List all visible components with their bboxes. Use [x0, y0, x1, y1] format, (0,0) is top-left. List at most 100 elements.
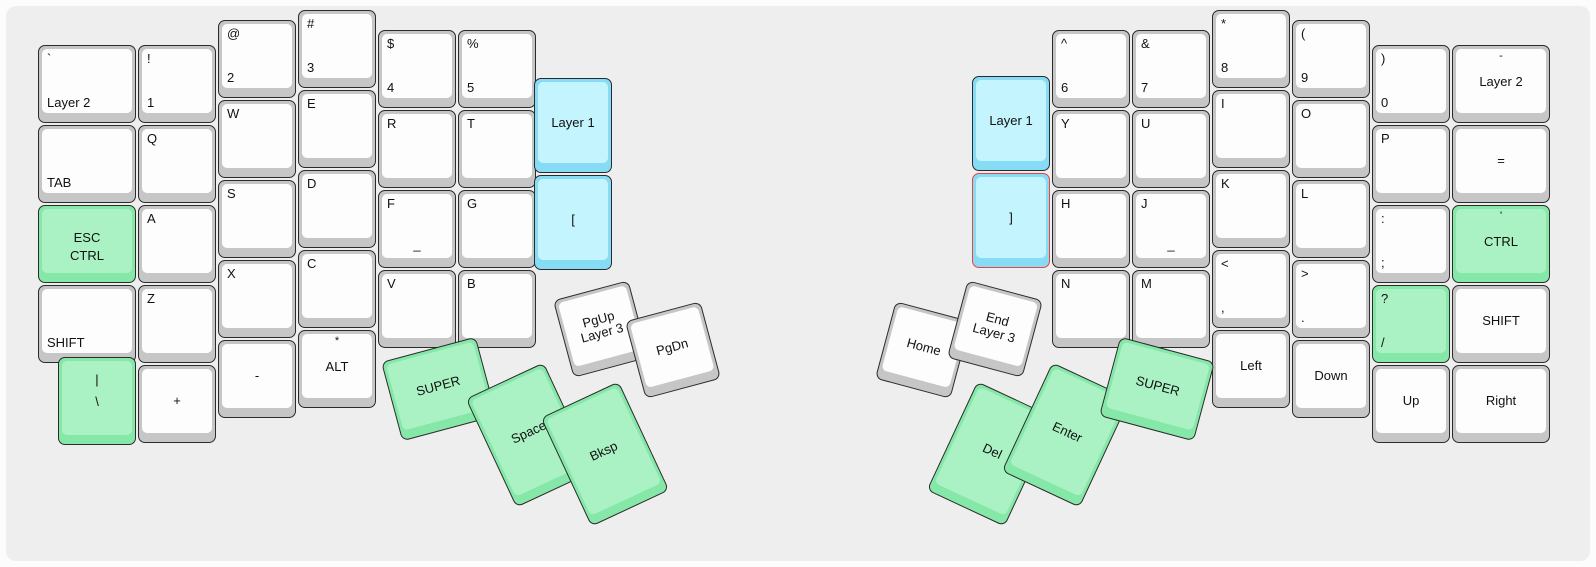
keycap: K	[1216, 174, 1286, 238]
key-l[interactable]: L	[1292, 180, 1370, 258]
key-t[interactable]: T	[458, 110, 536, 188]
key-layer-2[interactable]: -Layer 2	[1452, 45, 1550, 123]
key-b[interactable]: B	[458, 270, 536, 348]
key-k[interactable]: K	[1212, 170, 1290, 248]
key-layer-1[interactable]: Layer 1	[972, 76, 1050, 171]
key-p[interactable]: P	[1372, 125, 1450, 203]
key-left[interactable]: Left	[1212, 330, 1290, 408]
keycap: -	[222, 344, 292, 408]
keycap: P	[1376, 129, 1446, 193]
keycap: S	[222, 184, 292, 248]
key-.[interactable]: >.	[1292, 260, 1370, 338]
key-legend-top: B	[467, 276, 476, 291]
key-s[interactable]: S	[218, 180, 296, 258]
keycap: SUPER	[1105, 341, 1211, 431]
key-shift[interactable]: SHIFT	[38, 285, 136, 363]
key-9[interactable]: (9	[1292, 20, 1370, 98]
key-legend-top: -	[1499, 50, 1503, 62]
thumb-end[interactable]: End Layer 3	[946, 280, 1044, 378]
key-w[interactable]: W	[218, 100, 296, 178]
key-a[interactable]: A	[138, 205, 216, 283]
key-8[interactable]: *8	[1212, 10, 1290, 88]
key-ctrl[interactable]: 'CTRL	[1452, 205, 1550, 283]
key-v[interactable]: V	[378, 270, 456, 348]
keycap: G	[462, 194, 532, 258]
key-legend-main: ALT	[325, 359, 349, 375]
keycap: #3	[302, 14, 372, 78]
key-5[interactable]: %5	[458, 30, 536, 108]
key-=[interactable]: =	[1452, 125, 1550, 203]
thumb-pgdn[interactable]: PgDn	[624, 301, 722, 399]
keycap: ?/	[1376, 289, 1446, 353]
key-legend-top: H	[1061, 196, 1071, 211]
key-legend-main: ]	[1009, 209, 1013, 225]
key-6[interactable]: ^6	[1052, 30, 1130, 108]
keycap: H	[1056, 194, 1126, 258]
key-legend-main: SHIFT	[47, 335, 85, 350]
key-4[interactable]: $4	[378, 30, 456, 108]
key-e[interactable]: E	[298, 90, 376, 168]
key-up[interactable]: Up	[1372, 365, 1450, 443]
key-,[interactable]: <,	[1212, 250, 1290, 328]
key-right[interactable]: Right	[1452, 365, 1550, 443]
key-r[interactable]: R	[378, 110, 456, 188]
key-legend-top: K	[1221, 176, 1230, 191]
key-legend-top: %	[467, 36, 479, 51]
key-tab[interactable]: TAB	[38, 125, 136, 203]
key-y[interactable]: Y	[1052, 110, 1130, 188]
key-j[interactable]: J_	[1132, 190, 1210, 268]
key-legend-top: P	[1381, 131, 1390, 146]
key-\[interactable]: |\	[58, 357, 136, 445]
key-+[interactable]: +	[138, 365, 216, 443]
key-o[interactable]: O	[1292, 100, 1370, 178]
key-legend-main: 5	[467, 80, 475, 95]
key-legend-main: 6	[1061, 80, 1069, 95]
key-legend-main: 4	[387, 80, 395, 95]
key-1[interactable]: !1	[138, 45, 216, 123]
key-legend-main: 2	[227, 70, 235, 85]
key-legend-top: I	[1221, 96, 1225, 111]
key-h[interactable]: H	[1052, 190, 1130, 268]
key-legend-top: (	[1301, 26, 1306, 41]
key-u[interactable]: U	[1132, 110, 1210, 188]
key-legend-main: 8	[1221, 60, 1229, 75]
key-legend-main: Layer 1	[551, 114, 595, 130]
key-i[interactable]: I	[1212, 90, 1290, 168]
key-legend-main: 9	[1301, 70, 1309, 85]
key-3[interactable]: #3	[298, 10, 376, 88]
key-c[interactable]: C	[298, 250, 376, 328]
key-n[interactable]: N	[1052, 270, 1130, 348]
key-d[interactable]: D	[298, 170, 376, 248]
keycap: =	[1456, 129, 1546, 193]
key-legend-top: F	[387, 196, 395, 211]
key-[[interactable]: [	[534, 175, 612, 270]
key-shift[interactable]: SHIFT	[1452, 285, 1550, 363]
keycap: <,	[1216, 254, 1286, 318]
key-legend-main: 1	[147, 95, 155, 110]
key-m[interactable]: M	[1132, 270, 1210, 348]
keycap: ^6	[1056, 34, 1126, 98]
key--[interactable]: -	[218, 340, 296, 418]
key-legend-top: )	[1381, 51, 1386, 66]
key-legend-top: #	[307, 16, 315, 31]
key-0[interactable]: )0	[1372, 45, 1450, 123]
key-legend-top: Q	[147, 131, 158, 146]
key-x[interactable]: X	[218, 260, 296, 338]
keycap: !1	[142, 49, 212, 113]
key-layer-1[interactable]: Layer 1	[534, 78, 612, 173]
key-g[interactable]: G	[458, 190, 536, 268]
key-7[interactable]: &7	[1132, 30, 1210, 108]
key-z[interactable]: Z	[138, 285, 216, 363]
keycap: Layer 1	[538, 82, 608, 163]
key-2[interactable]: @2	[218, 20, 296, 98]
key-f[interactable]: F_	[378, 190, 456, 268]
key-alt[interactable]: *ALT	[298, 330, 376, 408]
key-;[interactable]: :;	[1372, 205, 1450, 283]
key-layer-2[interactable]: `Layer 2	[38, 45, 136, 123]
key-q[interactable]: Q	[138, 125, 216, 203]
key-down[interactable]: Down	[1292, 340, 1370, 418]
key-][interactable]: ]	[972, 173, 1050, 268]
key-/[interactable]: ?/	[1372, 285, 1450, 363]
key-legend-under: _	[1167, 237, 1175, 253]
